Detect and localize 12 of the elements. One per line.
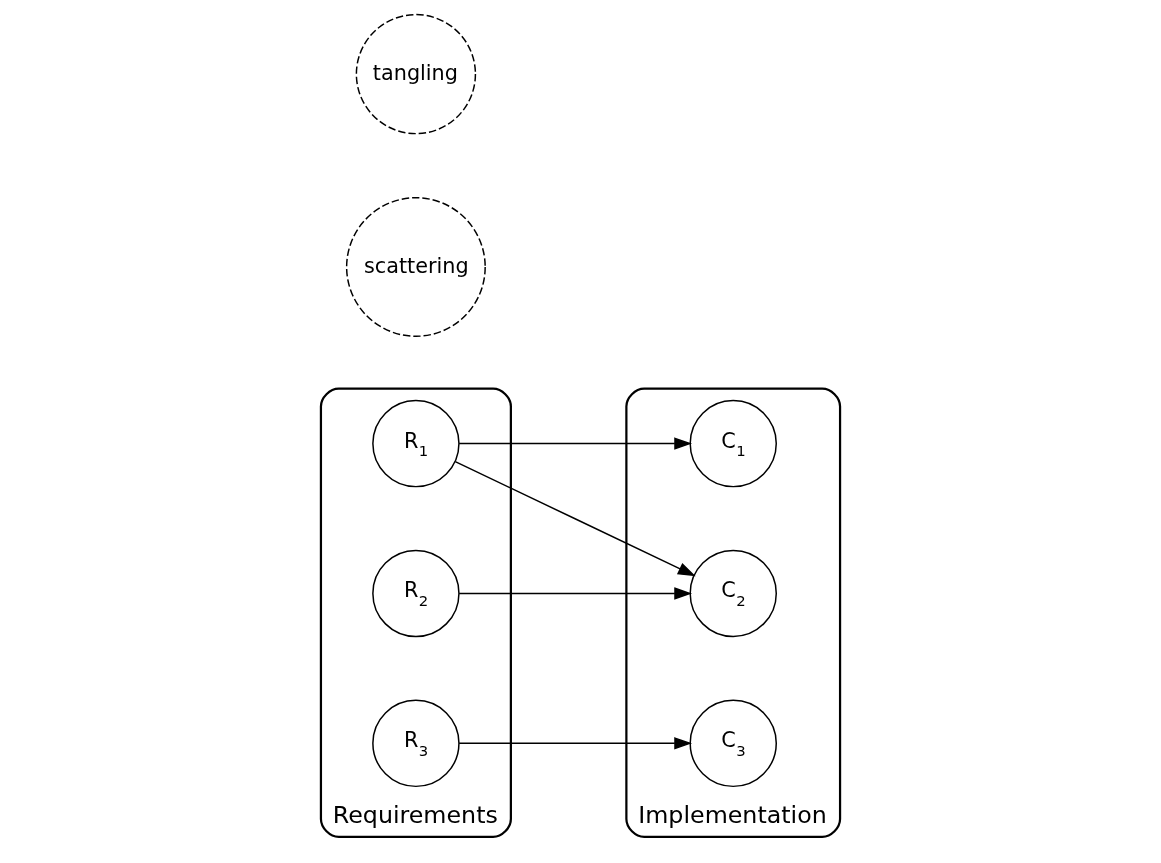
node-circle: tangling [355,13,477,135]
node-circle: R$_{2}$ [372,549,460,638]
arrow [458,737,693,750]
node-circle: R$_{3}$ [372,699,460,788]
node-circle: scattering [345,197,486,337]
node-circle: C$_{1}$ [689,399,777,488]
arrow [458,437,693,450]
node-circle: R$_{1}$ [372,399,460,488]
arrow [454,460,696,577]
node-circle: C$_{3}$ [689,699,777,788]
node-circle: C$_{2}$ [689,549,777,638]
arrow [458,587,693,600]
